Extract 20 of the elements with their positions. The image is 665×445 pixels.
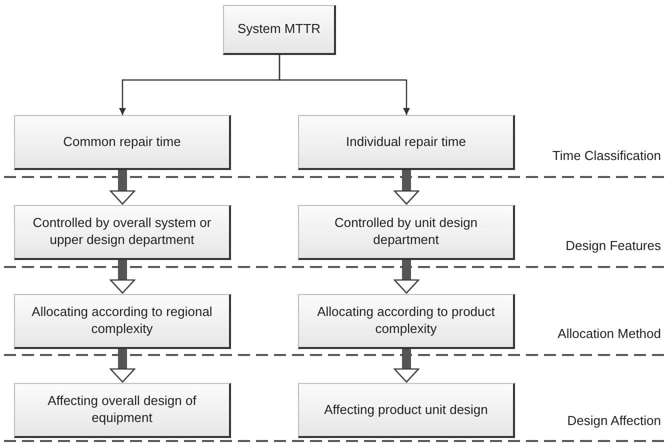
process-box: Affecting product unit design: [298, 383, 515, 438]
block-arrow: [110, 170, 136, 205]
block-arrow: [110, 349, 136, 383]
block-arrow: [394, 260, 420, 294]
arrow: [278, 55, 410, 115]
process-box: Controlled by unit design department: [298, 205, 515, 260]
process-box: Allocating according to regional complexity: [14, 294, 231, 349]
layer-label: Time Classification: [552, 148, 661, 163]
process-box: Controlled by overall system or upper design department: [14, 205, 231, 260]
process-box: Individual repair time: [298, 115, 515, 170]
layer-label: Allocation Method: [558, 326, 661, 341]
process-box: Allocating according to product complexity: [298, 294, 515, 349]
block-arrow: [394, 349, 420, 383]
process-box: Common repair time: [14, 115, 231, 170]
layer-label: Design Features: [566, 238, 661, 253]
process-box: System MTTR: [223, 5, 336, 55]
layer-label: Design Affection: [567, 413, 661, 428]
block-arrow: [110, 260, 136, 294]
process-box: Affecting overall design of equipment: [14, 383, 231, 438]
block-arrow: [394, 170, 420, 205]
